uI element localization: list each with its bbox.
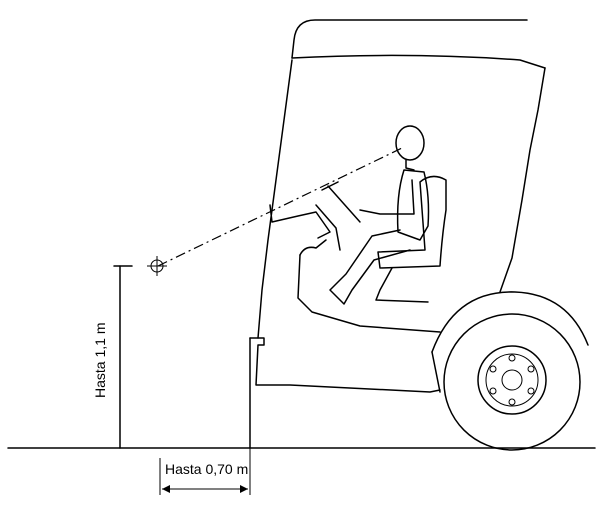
wheel-rim-inner (485, 353, 539, 407)
seat (377, 175, 447, 269)
steering-wheel (321, 181, 339, 191)
cab-roof-lower (291, 54, 546, 69)
cab-floor (297, 254, 441, 333)
wheel-tire (443, 313, 581, 451)
front-lower-body (249, 337, 441, 393)
target-crosshair-icon (147, 256, 167, 276)
cab-rear-edge (499, 67, 546, 293)
height-label: Hasta 1,1 m (92, 323, 108, 398)
operator-neck (405, 159, 415, 171)
cab-roof-top (291, 19, 528, 59)
wheel-rim (477, 345, 547, 415)
operator-head (395, 125, 425, 161)
pedal-assembly (269, 204, 331, 239)
arrow-right-icon (240, 485, 248, 493)
wheel-arch (431, 291, 589, 353)
floor-front-step (299, 239, 327, 256)
arch-front-edge (431, 351, 441, 393)
wheel-hub (501, 369, 523, 391)
distance-label: Hasta 0,70 m (165, 461, 248, 477)
steering-column-base (315, 204, 341, 251)
operator-torso (396, 169, 430, 241)
operator-arm (359, 179, 415, 215)
wheel-lug-nuts (489, 354, 535, 406)
operator-figure (329, 125, 430, 305)
steering-column (327, 185, 361, 223)
operator-leg (329, 229, 411, 305)
arrow-left-icon (162, 485, 170, 493)
sight-line (157, 147, 403, 267)
seat-support (375, 267, 429, 303)
front-pillar (257, 59, 293, 339)
